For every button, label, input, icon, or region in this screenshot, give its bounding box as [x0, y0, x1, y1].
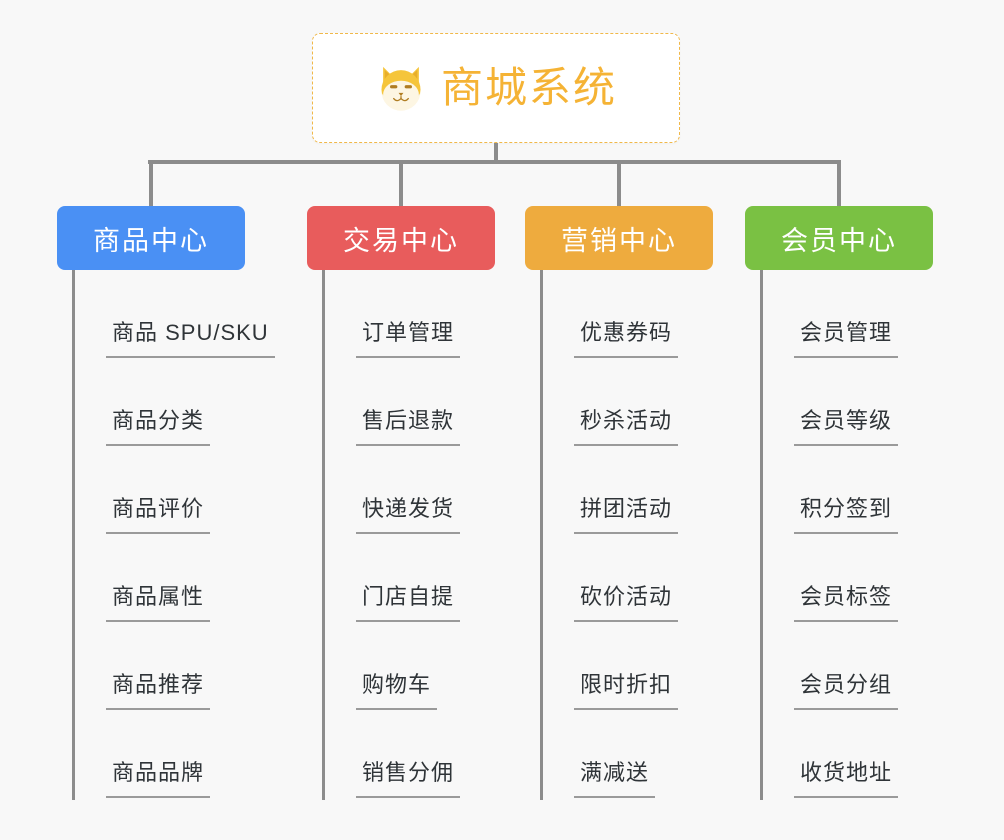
leaf-item[interactable]: 限时折扣: [540, 622, 788, 710]
leaf-item[interactable]: 积分签到: [760, 446, 1004, 534]
column-rail: [72, 270, 75, 800]
leaf-item-label: 秒杀活动: [574, 410, 679, 446]
leaf-item[interactable]: 会员等级: [760, 358, 1004, 446]
leaf-item-label: 购物车: [356, 674, 438, 710]
category-node-product-center[interactable]: 商品中心: [57, 206, 245, 270]
leaf-item-label: 优惠券码: [574, 322, 679, 358]
leaf-item-label: 商品评价: [106, 498, 211, 534]
category-label: 商品中心: [93, 225, 209, 256]
leaf-item[interactable]: 商品评价: [72, 446, 320, 534]
leaf-item-label: 订单管理: [356, 322, 461, 358]
column-rail: [760, 270, 763, 800]
category-node-member-center[interactable]: 会员中心: [745, 206, 933, 270]
connector-drop-2: [399, 160, 403, 206]
leaf-item-label: 销售分佣: [356, 762, 461, 798]
leaf-item[interactable]: 秒杀活动: [540, 358, 788, 446]
leaf-item[interactable]: 会员标签: [760, 534, 1004, 622]
leaf-item[interactable]: 优惠券码: [540, 270, 788, 358]
connector-root-stem: [494, 143, 498, 164]
leaf-item-label: 会员等级: [794, 410, 899, 446]
leaf-item[interactable]: 商品品牌: [72, 710, 320, 798]
leaf-item[interactable]: 快递发货: [322, 446, 570, 534]
leaf-item-label: 商品分类: [106, 410, 211, 446]
leaf-item[interactable]: 拼团活动: [540, 446, 788, 534]
column-rail: [322, 270, 325, 800]
connector-drop-4: [837, 160, 841, 206]
leaf-item[interactable]: 销售分佣: [322, 710, 570, 798]
connector-horizontal-bus: [148, 160, 840, 164]
category-label: 交易中心: [343, 225, 459, 256]
leaf-item-label: 商品 SPU/SKU: [106, 322, 275, 358]
leaf-item-label: 拼团活动: [574, 498, 679, 534]
root-node-shopping-mall-system[interactable]: 商城系统: [312, 33, 680, 143]
leaf-item-label: 商品属性: [106, 586, 211, 622]
leaf-item[interactable]: 商品属性: [72, 534, 320, 622]
leaf-item-label: 商品推荐: [106, 674, 211, 710]
leaf-item-label: 商品品牌: [106, 762, 211, 798]
category-label: 会员中心: [781, 225, 897, 256]
leaf-item[interactable]: 收货地址: [760, 710, 1004, 798]
leaf-item[interactable]: 会员管理: [760, 270, 1004, 358]
item-column-marketing-center: 优惠券码秒杀活动拼团活动砍价活动限时折扣满减送: [540, 270, 788, 800]
leaf-item-label: 砍价活动: [574, 586, 679, 622]
leaf-item-label: 售后退款: [356, 410, 461, 446]
leaf-item[interactable]: 商品推荐: [72, 622, 320, 710]
item-column-trade-center: 订单管理售后退款快递发货门店自提购物车销售分佣: [322, 270, 570, 800]
shiba-dog-icon: [381, 66, 421, 111]
leaf-item-label: 收货地址: [794, 762, 899, 798]
leaf-item[interactable]: 商品分类: [72, 358, 320, 446]
category-node-trade-center[interactable]: 交易中心: [307, 206, 495, 270]
leaf-item[interactable]: 会员分组: [760, 622, 1004, 710]
leaf-item[interactable]: 满减送: [540, 710, 788, 798]
leaf-item[interactable]: 商品 SPU/SKU: [72, 270, 320, 358]
item-column-member-center: 会员管理会员等级积分签到会员标签会员分组收货地址: [760, 270, 1004, 800]
leaf-item-label: 快递发货: [356, 498, 461, 534]
category-node-marketing-center[interactable]: 营销中心: [525, 206, 713, 270]
leaf-item-label: 限时折扣: [574, 674, 679, 710]
leaf-item[interactable]: 砍价活动: [540, 534, 788, 622]
root-node-title: 商城系统: [440, 64, 617, 111]
connector-drop-3: [617, 160, 621, 206]
leaf-item-label: 积分签到: [794, 498, 899, 534]
leaf-item[interactable]: 门店自提: [322, 534, 570, 622]
leaf-item[interactable]: 售后退款: [322, 358, 570, 446]
item-column-product-center: 商品 SPU/SKU 商品分类商品评价商品属性商品推荐商品品牌: [72, 270, 320, 800]
leaf-item-label: 会员管理: [794, 322, 899, 358]
connector-drop-1: [149, 160, 153, 206]
leaf-item-label: 满减送: [574, 762, 656, 798]
leaf-item[interactable]: 订单管理: [322, 270, 570, 358]
column-rail: [540, 270, 543, 800]
leaf-item-label: 会员分组: [794, 674, 899, 710]
root-node-content: 商城系统: [375, 62, 617, 114]
leaf-item-label: 门店自提: [356, 586, 461, 622]
leaf-item-label: 会员标签: [794, 586, 899, 622]
leaf-item[interactable]: 购物车: [322, 622, 570, 710]
category-label: 营销中心: [561, 225, 677, 256]
